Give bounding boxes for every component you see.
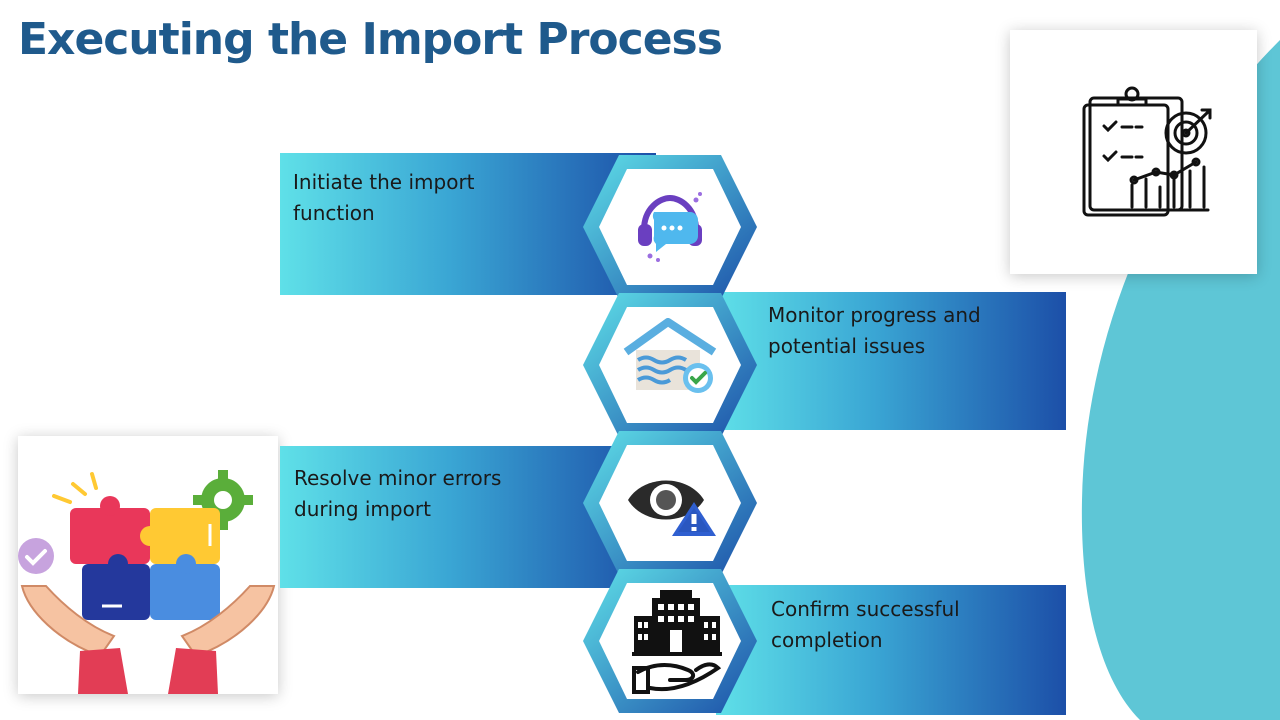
house-check-icon — [623, 318, 717, 393]
checklist-chart-icon — [1082, 86, 1212, 217]
page-title: Executing the Import Process — [18, 14, 723, 65]
checklist-image-card — [1010, 30, 1257, 274]
eye-warning-icon — [628, 480, 716, 536]
step-2-bar — [716, 292, 1066, 430]
headset-chat-icon — [638, 192, 702, 262]
puzzle-hands-icon — [18, 470, 276, 694]
step-4-label: Confirm successful completion — [771, 597, 960, 652]
building-hand-icon — [632, 590, 722, 694]
step-3-label: Resolve minor errors during import — [294, 466, 502, 521]
step-4-bar — [716, 585, 1066, 715]
step-2-label: Monitor progress and potential issues — [768, 303, 981, 358]
step-1-label: Initiate the import function — [293, 170, 475, 225]
puzzle-image-card — [18, 436, 278, 694]
